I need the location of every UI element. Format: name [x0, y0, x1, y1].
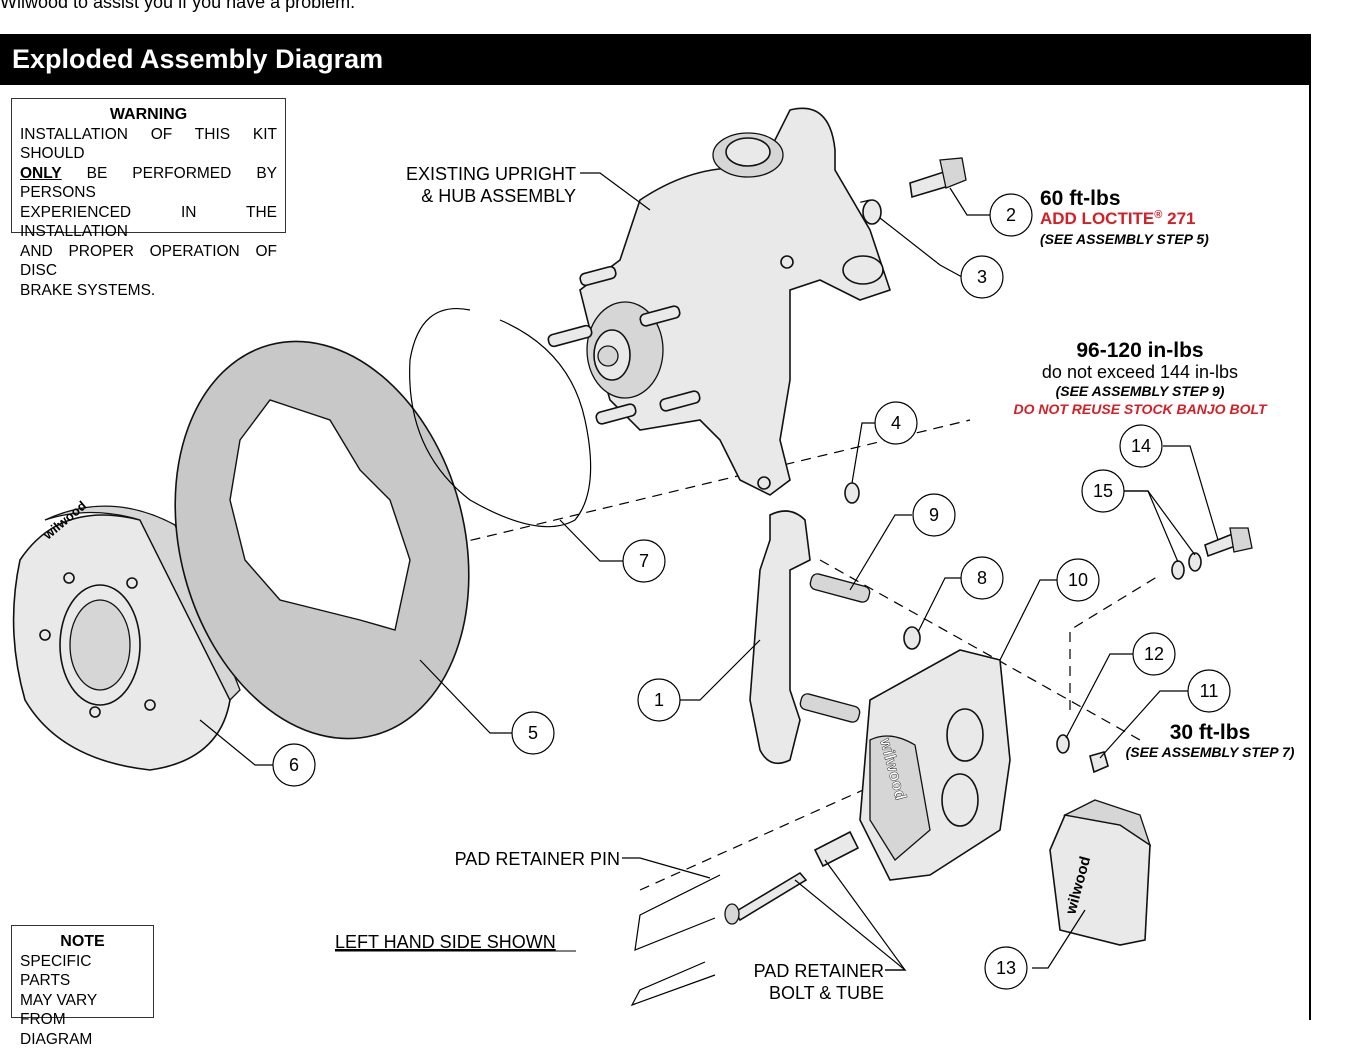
bolt-tube-label-1: PAD RETAINER	[754, 961, 884, 981]
note-line-3: DIAGRAM	[20, 1030, 145, 1049]
callout-1: 1	[638, 679, 680, 721]
torque-1-step: (SEE ASSEMBLY STEP 5)	[1040, 231, 1209, 247]
callout-4: 4	[875, 402, 917, 444]
callout-5-text: 5	[528, 723, 538, 743]
torque-1-value: 60 ft-lbs	[1040, 187, 1121, 210]
torque-2-value: 96-120 in-lbs	[1076, 339, 1203, 362]
nut-11	[1090, 752, 1108, 772]
callout-2-text: 2	[1006, 205, 1016, 225]
callout-3-text: 3	[977, 267, 987, 287]
callout-10: 10	[1057, 559, 1099, 601]
torque-1-loctite: ADD LOCTITE® 271	[1040, 209, 1195, 228]
banjo-bolt	[1205, 528, 1252, 556]
callout-14: 14	[1120, 425, 1162, 467]
callout-6-text: 6	[289, 755, 299, 775]
washer-8	[904, 627, 920, 649]
pad-retainer-pin	[632, 875, 720, 1005]
bolt-2	[910, 158, 966, 197]
callout-15: 15	[1082, 470, 1124, 512]
bolt-tube-label-2: BOLT & TUBE	[769, 983, 884, 1003]
upright-label-1: EXISTING UPRIGHT	[406, 164, 576, 184]
callout-4-text: 4	[891, 413, 901, 433]
loctite-reg: ®	[1154, 209, 1162, 221]
torque-3-step: (SEE ASSEMBLY STEP 7)	[1126, 744, 1295, 760]
washer-3	[863, 200, 881, 224]
mounting-bracket	[750, 511, 871, 763]
callout-7: 7	[623, 540, 665, 582]
callout-2: 2	[990, 194, 1032, 236]
callout-14-text: 14	[1131, 436, 1151, 456]
loctite-num: 271	[1162, 209, 1195, 228]
callout-10-text: 10	[1068, 570, 1088, 590]
washer-15a	[1189, 553, 1201, 571]
callout-11: 11	[1188, 670, 1230, 712]
callout-5: 5	[512, 712, 554, 754]
pad-pin-label: PAD RETAINER PIN	[455, 849, 620, 869]
callout-9: 9	[913, 494, 955, 536]
loctite-text: ADD LOCTITE	[1040, 209, 1154, 228]
torque-2-limit: do not exceed 144 in-lbs	[1042, 362, 1238, 382]
callout-8-text: 8	[977, 568, 987, 588]
callout-9-text: 9	[929, 505, 939, 525]
caliper: wilwood	[860, 650, 1010, 880]
callout-3: 3	[961, 256, 1003, 298]
washer-15b	[1172, 561, 1184, 579]
torque-3-value: 30 ft-lbs	[1170, 721, 1251, 744]
torque-2-step: (SEE ASSEMBLY STEP 9)	[1056, 383, 1225, 399]
washer-4	[845, 483, 859, 503]
upright-label-2: & HUB ASSEMBLY	[421, 186, 576, 206]
exploded-diagram: wilwood wilwood	[0, 0, 1354, 1020]
callout-8: 8	[961, 557, 1003, 599]
callout-6: 6	[273, 744, 315, 786]
callout-13: 13	[985, 947, 1027, 989]
left-side-label: LEFT HAND SIDE SHOWN	[335, 932, 556, 952]
callout-12-text: 12	[1144, 644, 1164, 664]
brake-pad: wilwood	[1050, 800, 1150, 945]
callout-13-text: 13	[996, 958, 1016, 978]
callout-15-text: 15	[1093, 481, 1113, 501]
upright-hub-assembly	[547, 108, 890, 495]
callout-12: 12	[1133, 633, 1175, 675]
torque-2-warning: DO NOT REUSE STOCK BANJO BOLT	[1013, 401, 1268, 417]
callout-1-text: 1	[654, 690, 664, 710]
washer-12	[1057, 735, 1069, 753]
callout-7-text: 7	[639, 551, 649, 571]
callout-11-text: 11	[1200, 681, 1219, 701]
